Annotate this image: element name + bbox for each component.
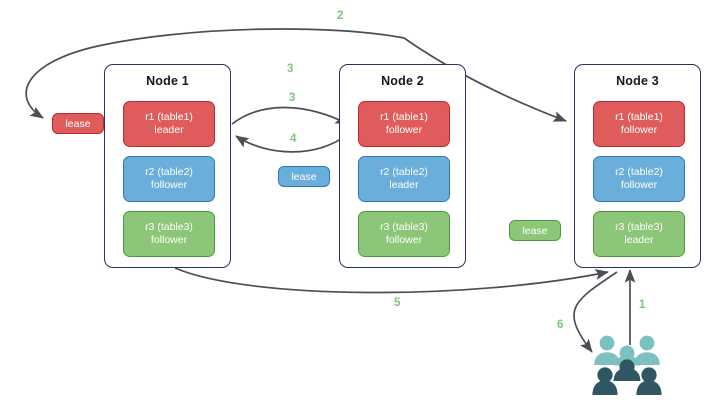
range-name: r1 (table1) bbox=[145, 111, 193, 124]
range-name: r2 (table2) bbox=[615, 166, 663, 179]
range-role: follower bbox=[620, 124, 658, 136]
lease-label: lease bbox=[65, 117, 91, 130]
range-card-r3[interactable]: r3 (table3) follower bbox=[123, 211, 215, 257]
lease-label: lease bbox=[522, 224, 548, 237]
range-role: follower bbox=[385, 124, 423, 136]
range-name: r3 (table3) bbox=[145, 221, 193, 234]
node-title: Node 3 bbox=[616, 74, 659, 88]
node-title: Node 2 bbox=[381, 74, 424, 88]
edge-label-2: 2 bbox=[337, 10, 344, 22]
range-card-r1[interactable]: r1 (table1) leader bbox=[123, 101, 215, 147]
range-card-r2[interactable]: r2 (table2) follower bbox=[593, 156, 685, 202]
range-name: r3 (table3) bbox=[615, 221, 663, 234]
edge-label-3a: 3 bbox=[287, 63, 294, 75]
lease-badge-r2[interactable]: lease bbox=[278, 166, 330, 187]
range-role: leader bbox=[154, 124, 184, 136]
node-card-3[interactable]: Node 3 r1 (table1) follower r2 (table2) … bbox=[574, 64, 701, 268]
edge-label-6: 6 bbox=[557, 319, 564, 331]
range-card-r1[interactable]: r1 (table1) follower bbox=[593, 101, 685, 147]
range-role: follower bbox=[150, 179, 188, 191]
range-role: follower bbox=[620, 179, 658, 191]
range-name: r1 (table1) bbox=[615, 111, 663, 124]
edge-label-4: 4 bbox=[290, 133, 297, 145]
range-role: leader bbox=[624, 234, 654, 246]
lease-badge-r1[interactable]: lease bbox=[52, 113, 104, 134]
edge-4 bbox=[235, 133, 349, 153]
edge-6 bbox=[573, 271, 618, 353]
range-role: follower bbox=[150, 234, 188, 246]
edge-3-upper bbox=[403, 37, 567, 122]
edge-label-5: 5 bbox=[394, 297, 401, 309]
range-card-r1[interactable]: r1 (table1) follower bbox=[358, 101, 450, 147]
node-title: Node 1 bbox=[146, 74, 189, 88]
edge-2 bbox=[25, 28, 405, 119]
range-name: r1 (table1) bbox=[380, 111, 428, 124]
lease-label: lease bbox=[291, 170, 317, 183]
edge-5 bbox=[174, 267, 609, 294]
range-name: r2 (table2) bbox=[380, 166, 428, 179]
edge-label-1: 1 bbox=[639, 299, 646, 311]
range-card-r2[interactable]: r2 (table2) follower bbox=[123, 156, 215, 202]
users-icon bbox=[592, 335, 662, 395]
edge-3-lower bbox=[231, 106, 349, 125]
range-card-r2[interactable]: r2 (table2) leader bbox=[358, 156, 450, 202]
lease-badge-r3[interactable]: lease bbox=[509, 220, 561, 241]
range-role: follower bbox=[385, 234, 423, 246]
range-card-r3[interactable]: r3 (table3) follower bbox=[358, 211, 450, 257]
range-role: leader bbox=[389, 179, 419, 191]
range-card-r3[interactable]: r3 (table3) leader bbox=[593, 211, 685, 257]
range-name: r3 (table3) bbox=[380, 221, 428, 234]
edge-label-3b: 3 bbox=[289, 92, 296, 104]
node-card-1[interactable]: Node 1 r1 (table1) leader r2 (table2) fo… bbox=[104, 64, 231, 268]
range-name: r2 (table2) bbox=[145, 166, 193, 179]
node-card-2[interactable]: Node 2 r1 (table1) follower r2 (table2) … bbox=[339, 64, 466, 268]
